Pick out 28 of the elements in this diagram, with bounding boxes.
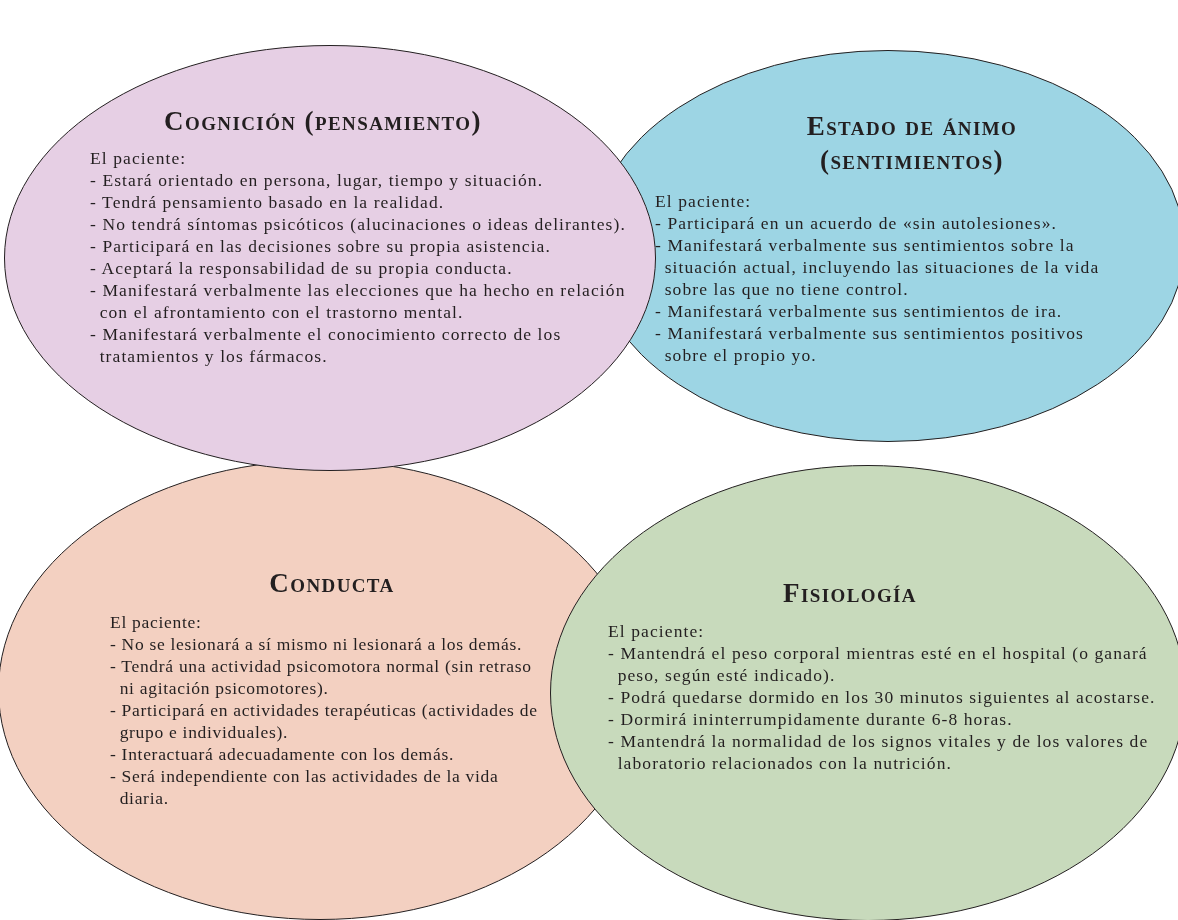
intro-text: El paciente: (110, 611, 203, 633)
panel-heading: Fisiología (782, 577, 918, 610)
list-item: - Participará en actividades terapéuticas (actividades de grupo e individuales). (110, 699, 539, 743)
panel-heading: Conducta (268, 567, 396, 600)
list-item: - Podrá quedarse dormido en los 30 minutos siguientes al acostarse. (608, 686, 1157, 708)
panel-heading: Cognición (pensamiento) (163, 105, 483, 138)
list-item: - Interactuará adecuadamente con los demás. (110, 743, 455, 765)
list-item: - Manifestará verbalmente sus sentimientos positivos sobre el propio yo. (655, 322, 1085, 366)
list-item: - Será independiente con las actividades de la vida diaria. (110, 765, 500, 809)
list-item: - Manifestará verbalmente las elecciones que ha hecho en relación con el afrontamiento con el trastorno mental. (90, 279, 627, 323)
intro-text: El paciente: (608, 620, 706, 642)
list-item: - No tendrá síntomas psicóticos (alucinaciones o ideas delirantes). (90, 213, 627, 235)
list-item: - Participará en un acuerdo de «sin autolesiones». (655, 212, 1058, 234)
intro-text: El paciente: (655, 190, 753, 212)
intro-text: El paciente: (90, 147, 188, 169)
list-item: - Mantendrá la normalidad de los signos vitales y de los valores de laboratorio relacionados con la nutrición. (608, 730, 1150, 774)
list-item: - Manifestará verbalmente sus sentimientos de ira. (655, 300, 1064, 322)
list-item: - Participará en las decisiones sobre su propia asistencia. (90, 235, 552, 257)
list-item: - Mantendrá el peso corporal mientras esté en el hospital (o ganará peso, según esté indicado). (608, 642, 1149, 686)
list-item: - Estará orientado en persona, lugar, tiempo y situación. (90, 169, 545, 191)
list-item: - Manifestará verbalmente el conocimiento correcto de los tratamientos y los fármacos. (90, 323, 563, 367)
list-item: - Aceptará la responsabilidad de su propia conducta. (90, 257, 514, 279)
list-item: - No se lesionará a sí mismo ni lesionará a los demás. (110, 633, 524, 655)
list-item: - Tendrá una actividad psicomotora normal (sin retraso ni agitación psicomotores). (110, 655, 533, 699)
panel-heading: Estado de ánimo (sentimientos) (805, 110, 1019, 177)
list-item: - Tendrá pensamiento basado en la realidad. (90, 191, 446, 213)
list-item: - Dormirá ininterrumpidamente durante 6-8 horas. (608, 708, 1014, 730)
list-item: - Manifestará verbalmente sus sentimientos sobre la situación actual, incluyendo las situaciones de la vida sobre las que no tiene control. (655, 234, 1100, 300)
